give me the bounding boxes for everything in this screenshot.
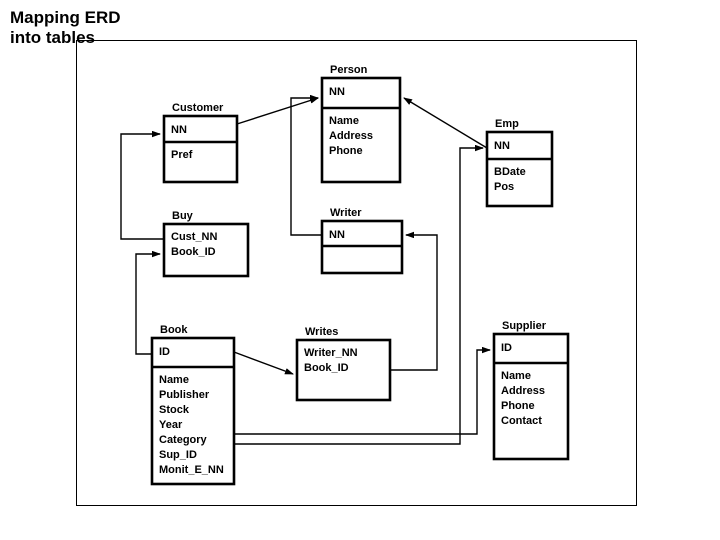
entity-title-writes: Writes [305, 326, 338, 338]
attribute-book-name: Name [159, 374, 189, 386]
entity-title-book: Book [160, 324, 188, 336]
attribute-supplier-phone: Phone [501, 400, 535, 412]
attribute-book-category: Category [159, 434, 208, 446]
attribute-supplier-name: Name [501, 370, 531, 382]
attribute-supplier-address: Address [501, 385, 545, 397]
connector-book-supid-to-supplier-id [234, 346, 491, 435]
entity-title-writer: Writer [330, 207, 362, 219]
key-writer-nn: NN [329, 229, 345, 241]
entity-box-book[interactable] [150, 336, 236, 486]
connector-book-monitenn-to-emp-nn [234, 144, 484, 445]
connector-writes-writernn-to-writer-nn [390, 231, 438, 371]
entity-title-customer: Customer [172, 102, 224, 114]
entity-box-customer[interactable] [162, 114, 239, 184]
entity-title-buy: Buy [172, 210, 194, 222]
key-supplier-id: ID [501, 342, 512, 354]
attribute-emp-bdate: BDate [494, 166, 526, 178]
page-title: Mapping ERD into tables [10, 8, 121, 47]
attribute-writes-writer_nn: Writer_NN [304, 347, 358, 359]
entity-title-person: Person [330, 64, 368, 76]
connector-writer-nn-to-person-nn [290, 94, 322, 236]
attribute-buy-cust_nn: Cust_NN [171, 231, 218, 243]
connector-layer [120, 94, 491, 445]
attribute-book-sup_id: Sup_ID [159, 449, 197, 461]
attribute-book-monit_e_nn: Monit_E_NN [159, 464, 224, 476]
key-book-id: ID [159, 346, 170, 358]
key-person-nn: NN [329, 86, 345, 98]
connector-buy-bookid-to-book-id [135, 250, 161, 355]
attribute-book-publisher: Publisher [159, 389, 210, 401]
entity-title-supplier: Supplier [502, 320, 547, 332]
entity-box-supplier[interactable] [492, 332, 570, 461]
key-customer-nn: NN [171, 124, 187, 136]
attribute-emp-pos: Pos [494, 181, 514, 193]
connector-book-id-to-writes-bookid [233, 351, 294, 375]
connector-emp-nn-to-person-nn [403, 97, 488, 149]
entity-box-writes[interactable] [295, 338, 392, 402]
attribute-customer-pref: Pref [171, 149, 193, 161]
entity-title-emp: Emp [495, 118, 519, 130]
entity-layer: CustomerNNPrefPersonNNNameAddressPhoneEm… [150, 64, 570, 486]
attribute-person-phone: Phone [329, 145, 363, 157]
attribute-supplier-contact: Contact [501, 415, 542, 427]
connector-customer-nn-to-person-nn [236, 97, 319, 125]
attribute-buy-book_id: Book_ID [171, 246, 216, 258]
attribute-writes-book_id: Book_ID [304, 362, 349, 374]
attribute-person-address: Address [329, 130, 373, 142]
connector-buy-custnn-to-customer-nn [120, 130, 164, 240]
entity-box-buy[interactable] [162, 222, 250, 278]
attribute-person-name: Name [329, 115, 359, 127]
entity-box-emp[interactable] [485, 130, 554, 208]
diagram-frame-border [76, 40, 637, 506]
attribute-book-stock: Stock [159, 404, 190, 416]
entity-box-person[interactable] [320, 76, 402, 184]
key-emp-nn: NN [494, 140, 510, 152]
attribute-book-year: Year [159, 419, 183, 431]
